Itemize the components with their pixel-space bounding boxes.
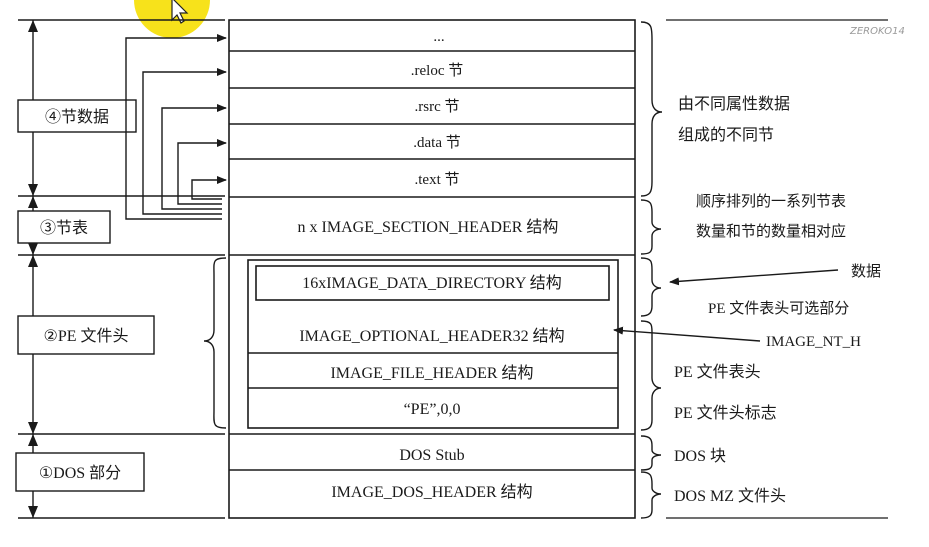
note-sections-line1: 由不同属性数据	[678, 95, 790, 113]
block-text-section: .text 节	[415, 171, 460, 188]
label-section-data: ④节数据	[45, 108, 109, 126]
right-note-arrows	[613, 269, 839, 342]
block-ellipsis: ...	[433, 29, 444, 45]
left-ruler	[18, 19, 225, 519]
note-table-line2: 数量和节的数量相对应	[696, 222, 846, 240]
watermark: ZEROKO14	[849, 26, 905, 37]
label-section-table: ③节表	[40, 219, 88, 237]
right-braces	[640, 21, 663, 519]
note-optional: PE 文件表头可选部分	[708, 300, 849, 317]
note-sections-line2: 组成的不同节	[678, 126, 774, 144]
block-reloc-section: .reloc 节	[411, 62, 463, 79]
note-mz-header: DOS MZ 文件头	[674, 487, 786, 505]
main-stack	[228, 19, 636, 519]
block-rsrc-section: .rsrc 节	[415, 98, 460, 115]
note-file-header: PE 文件表头	[674, 363, 761, 381]
mouse-cursor-icon	[171, 0, 189, 24]
label-dos-part: ①DOS 部分	[39, 464, 121, 482]
block-optional-header: IMAGE_OPTIONAL_HEADER32 结构	[299, 327, 564, 345]
pe-header-brace	[203, 257, 227, 429]
label-pe-header: ②PE 文件头	[43, 327, 128, 345]
block-file-header: IMAGE_FILE_HEADER 结构	[330, 364, 533, 382]
note-dos-block: DOS 块	[674, 447, 726, 465]
block-section-headers: n x IMAGE_SECTION_HEADER 结构	[298, 218, 559, 236]
note-data-dir: 数据	[851, 263, 881, 280]
note-table-line1: 顺序排列的一系列节表	[696, 193, 846, 210]
section-pointer-lines	[125, 34, 227, 220]
note-signature: PE 文件头标志	[674, 404, 777, 422]
block-data-directory: 16xIMAGE_DATA_DIRECTORY 结构	[302, 274, 562, 292]
left-ruler-arrowheads	[28, 20, 38, 518]
block-dos-stub: DOS Stub	[399, 447, 464, 464]
block-data-section: .data 节	[413, 134, 460, 151]
note-nt-headers: IMAGE_NT_H	[766, 334, 861, 350]
left-label-boxes	[15, 99, 155, 492]
block-dos-header: IMAGE_DOS_HEADER 结构	[331, 483, 532, 501]
block-pe-signature: “PE”,0,0	[404, 401, 461, 418]
